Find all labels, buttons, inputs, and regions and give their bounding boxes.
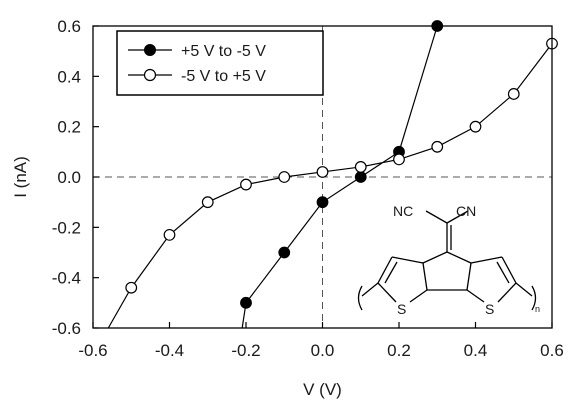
legend-box bbox=[116, 30, 324, 96]
legend-open-circle-marker bbox=[143, 68, 157, 82]
x-tick-label: -0.4 bbox=[155, 341, 184, 360]
bond-rt-2 bbox=[501, 256, 517, 284]
molecule-label-s-left: S bbox=[397, 301, 406, 317]
axis-ticks: -0.6 -0.4 -0.2 0.0 0.2 0.4 0.6 -0.6 -0.4 -0.2 0.0 0… bbox=[52, 17, 564, 360]
data-point bbox=[469, 120, 482, 133]
data-point bbox=[316, 166, 329, 178]
series-reverse-sweep bbox=[107, 37, 558, 329]
bond-lt-3 bbox=[377, 282, 397, 303]
bond-core-right bbox=[446, 251, 472, 264]
y-tick-label: 0.4 bbox=[57, 67, 81, 86]
molecule-structure-inset bbox=[357, 210, 537, 311]
x-tick-label: 0.2 bbox=[387, 341, 411, 360]
data-point bbox=[507, 88, 520, 100]
bond-core-left-down bbox=[422, 262, 428, 291]
y-tick-label: 0.6 bbox=[57, 17, 81, 36]
y-axis-label: I (nA) bbox=[11, 156, 30, 198]
bond-lt-1 bbox=[391, 256, 424, 264]
bond-lt-2b bbox=[384, 261, 398, 284]
data-point bbox=[316, 196, 329, 209]
molecule-label-s-right: S bbox=[485, 301, 494, 317]
molecule-label-repeat-n: n bbox=[535, 304, 540, 314]
bracket-left bbox=[357, 285, 363, 311]
legend: +5 V to -5 V -5 V to +5 V bbox=[116, 30, 324, 96]
data-point bbox=[354, 161, 367, 173]
y-tick-label: -0.6 bbox=[52, 319, 81, 338]
x-tick-label: -0.2 bbox=[231, 341, 260, 360]
x-tick-label: 0.4 bbox=[464, 341, 488, 360]
legend-label-forward-sweep: +5 V to -5 V bbox=[181, 43, 266, 60]
bracket-right bbox=[531, 285, 537, 311]
bond-lt-2 bbox=[377, 256, 393, 284]
data-point bbox=[125, 281, 138, 294]
bond-core-left bbox=[422, 251, 448, 264]
bond-rt-1 bbox=[470, 256, 503, 264]
data-point bbox=[201, 196, 214, 209]
data-point bbox=[163, 228, 176, 241]
data-point bbox=[393, 153, 405, 166]
x-tick-label: 0.0 bbox=[311, 341, 335, 360]
data-point bbox=[278, 246, 291, 259]
legend-filled-circle-marker bbox=[144, 44, 156, 56]
y-tick-label: 0.0 bbox=[57, 168, 81, 187]
bond-lt-chain bbox=[361, 282, 379, 297]
bond-lt-4 bbox=[409, 289, 428, 303]
data-point bbox=[354, 171, 367, 183]
x-tick-label: 0.6 bbox=[540, 341, 564, 360]
bond-rt-4 bbox=[466, 289, 485, 303]
data-point bbox=[240, 296, 252, 309]
bond-rt-3 bbox=[497, 282, 517, 303]
x-axis-label: V (V) bbox=[303, 380, 342, 399]
y-tick-label: -0.2 bbox=[52, 218, 81, 237]
legend-label-reverse-sweep: -5 V to +5 V bbox=[181, 68, 266, 85]
molecule-label-nc: NC bbox=[393, 203, 413, 219]
y-tick-label: 0.2 bbox=[57, 118, 81, 137]
bond-rt-chain bbox=[515, 282, 533, 297]
y-tick-label: -0.4 bbox=[52, 269, 81, 288]
bond-rt-2b bbox=[496, 261, 510, 284]
x-tick-label: -0.6 bbox=[78, 341, 107, 360]
data-point bbox=[240, 178, 252, 191]
data-point bbox=[431, 140, 444, 153]
bond-core-right-down bbox=[466, 262, 472, 291]
data-point bbox=[278, 171, 291, 183]
bond-cn-vinyl bbox=[446, 210, 469, 224]
bond-nc-vinyl bbox=[425, 210, 448, 224]
molecule-label-cn: CN bbox=[456, 203, 476, 219]
